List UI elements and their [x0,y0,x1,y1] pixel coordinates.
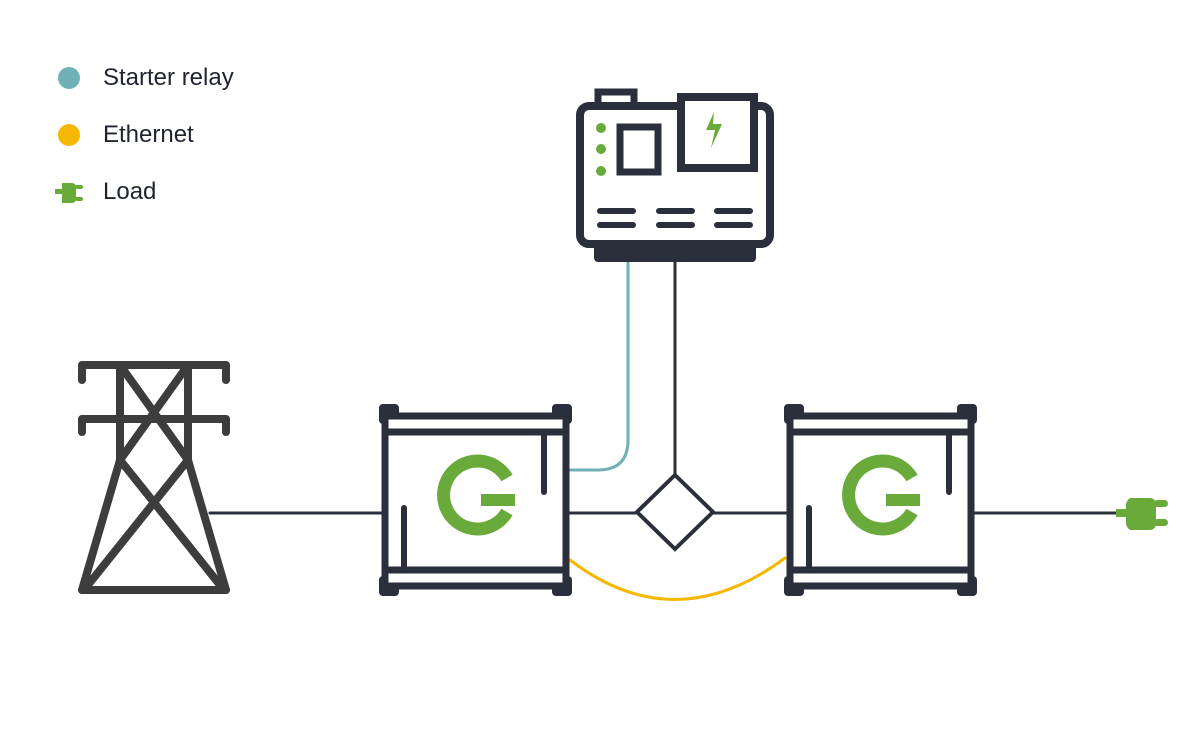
generator-icon [576,88,774,262]
plug-icon [55,183,83,203]
transmission-tower-icon [78,361,230,594]
legend-load: Load [103,178,157,205]
starter-relay-legend-dot [58,67,80,89]
g-logo-icon [842,454,920,536]
load-plug-icon [1116,498,1168,530]
ethernet-wire [568,556,787,601]
transfer-switch-diamond [634,472,716,552]
controller-box-2 [784,404,977,596]
starter-relay-wire [568,260,630,472]
legend-ethernet: Ethernet [103,121,194,148]
ethernet-legend-dot [58,124,80,146]
legend-starter-relay: Starter relay [103,64,234,91]
controller-box-1 [379,404,572,596]
g-logo-icon [437,454,515,536]
